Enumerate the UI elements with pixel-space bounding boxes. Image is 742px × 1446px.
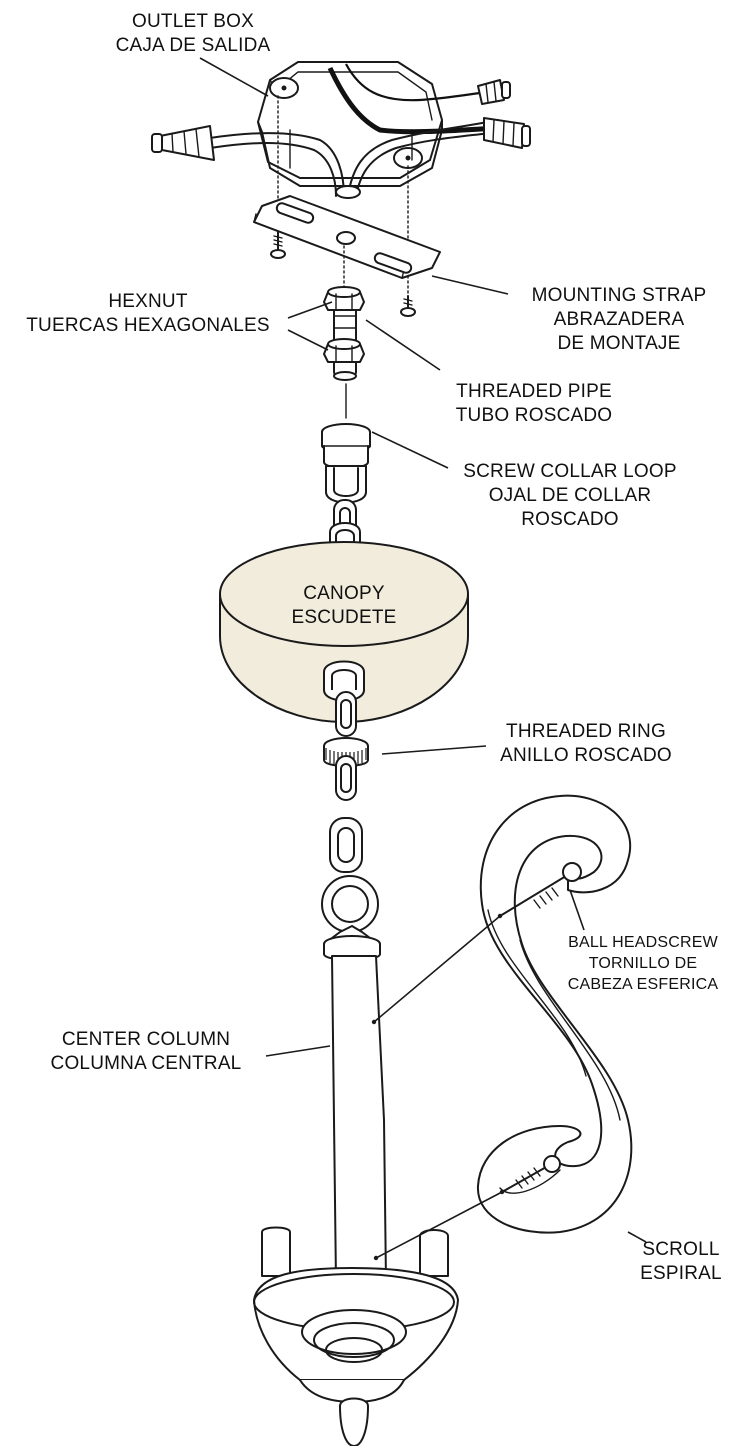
label-threaded-ring-en: THREADED RING — [506, 721, 666, 742]
label-canopy-es: ESCUDETE — [291, 607, 397, 628]
label-mounting-strap-en: MOUNTING STRAP — [531, 285, 707, 306]
label-center-column: CENTER COLUMN COLUMNA CENTRAL — [30, 1028, 262, 1076]
label-outlet-box-en: OUTLET BOX — [131, 11, 254, 32]
label-ball-headscrew-es1: TORNILLO DE — [588, 955, 698, 972]
label-scroll-es: ESPIRAL — [640, 1263, 722, 1284]
label-canopy: CANOPY ESCUDETE — [274, 582, 414, 630]
label-center-column-es: COLUMNA CENTRAL — [50, 1053, 242, 1074]
label-screw-collar-loop-en: SCREW COLLAR LOOP — [463, 461, 677, 482]
screw-collar-loop-drawing — [321, 423, 371, 545]
label-ball-headscrew: BALL HEADSCREW TORNILLO DE CABEZA ESFERI… — [548, 932, 738, 995]
scroll-drawing — [476, 794, 633, 1234]
label-screw-collar-loop-es2: ROSCADO — [521, 509, 619, 530]
threaded-ring-drawing — [323, 691, 369, 873]
label-threaded-ring-es: ANILLO ROSCADO — [500, 745, 672, 766]
label-scroll: SCROLL ESPIRAL — [626, 1238, 736, 1286]
label-threaded-ring: THREADED RING ANILLO ROSCADO — [486, 720, 686, 768]
label-mounting-strap-es1: ABRAZADERA — [553, 309, 685, 330]
center-column-drawing — [253, 875, 459, 1446]
leader-lines — [199, 57, 647, 1259]
label-scroll-en: SCROLL — [642, 1239, 720, 1260]
label-threaded-pipe-es: TUBO ROSCADO — [455, 405, 613, 426]
label-threaded-pipe-en: THREADED PIPE — [456, 381, 612, 402]
label-canopy-en: CANOPY — [303, 583, 385, 604]
label-mounting-strap-es2: DE MONTAJE — [557, 333, 681, 354]
label-mounting-strap: MOUNTING STRAP ABRAZADERA DE MONTAJE — [506, 284, 732, 356]
label-center-column-en: CENTER COLUMN — [61, 1029, 231, 1050]
label-hexnut: HEXNUT TUERCAS HEXAGONALES — [0, 290, 296, 338]
label-outlet-box-es: CAJA DE SALIDA — [115, 35, 271, 56]
label-threaded-pipe: THREADED PIPE TUBO ROSCADO — [434, 380, 634, 428]
label-screw-collar-loop: SCREW COLLAR LOOP OJAL DE COLLAR ROSCADO — [450, 460, 690, 532]
label-hexnut-en: HEXNUT — [108, 291, 188, 312]
label-outlet-box: OUTLET BOX CAJA DE SALIDA — [88, 10, 298, 58]
outlet-box-drawing — [151, 61, 531, 301]
hexnut-pipe-drawing — [323, 245, 365, 419]
label-hexnut-es: TUERCAS HEXAGONALES — [26, 315, 270, 336]
canopy-drawing — [219, 541, 469, 724]
label-ball-headscrew-es2: CABEZA ESFERICA — [567, 976, 719, 993]
label-screw-collar-loop-es1: OJAL DE COLLAR — [488, 485, 652, 506]
mounting-strap-drawing — [253, 185, 441, 317]
label-ball-headscrew-en: BALL HEADSCREW — [568, 934, 718, 951]
